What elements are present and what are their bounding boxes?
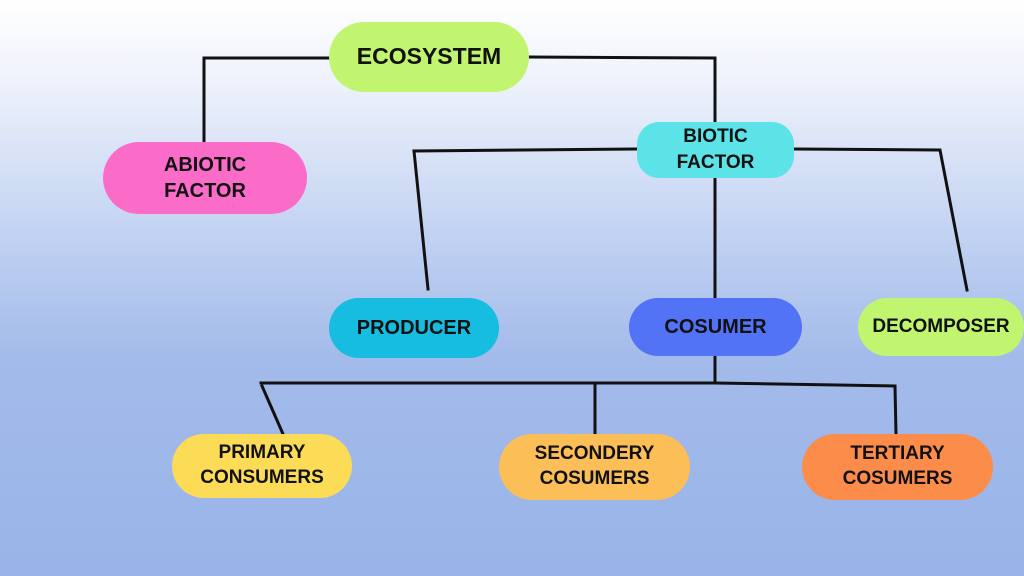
node-producer: PRODUCER [329, 298, 499, 358]
node-secondary-label-line2: COSUMERS [539, 468, 650, 489]
node-secondary-consumers: SECONDERY COSUMERS [499, 434, 690, 500]
node-consumer: COSUMER [629, 298, 802, 356]
edge-ecosystem-abiotic [202, 56, 331, 144]
node-decomposer: DECOMPOSER [858, 298, 1024, 356]
node-ecosystem-label: ECOSYSTEM [356, 43, 502, 70]
node-abiotic-label-line2: FACTOR [164, 180, 246, 202]
node-biotic-label-line2: FACTOR [676, 152, 755, 173]
node-tertiary-label-line2: COSUMERS [842, 468, 953, 489]
node-primary-label-line2: CONSUMERS [200, 467, 324, 488]
node-biotic-factor: BIOTIC FACTOR [637, 122, 794, 178]
node-producer-label: PRODUCER [356, 317, 472, 339]
edge-ecosystem-biotic [527, 55, 717, 124]
node-primary-label-line1: PRIMARY [218, 442, 306, 464]
node-tertiary-consumers: TERTIARY COSUMERS [802, 434, 993, 500]
node-tertiary-label-line1: TERTIARY [850, 443, 945, 465]
node-abiotic-factor: ABIOTIC FACTOR [103, 142, 307, 214]
node-primary-consumers: PRIMARY CONSUMERS [172, 434, 352, 498]
node-biotic-label-line1: BIOTIC [683, 126, 748, 148]
node-decomposer-label: DECOMPOSER [872, 315, 1010, 337]
edge-consumer-primary [259, 381, 898, 436]
node-secondary-label-line1: SECONDERY [534, 443, 655, 465]
node-abiotic-label-line1: ABIOTIC [163, 154, 247, 176]
node-consumer-label: COSUMER [664, 316, 767, 338]
edge-biotic-decomposer [792, 147, 969, 292]
edge-primary-drop [260, 384, 285, 436]
edge-biotic-producer [412, 147, 639, 291]
node-ecosystem: ECOSYSTEM [329, 22, 529, 92]
